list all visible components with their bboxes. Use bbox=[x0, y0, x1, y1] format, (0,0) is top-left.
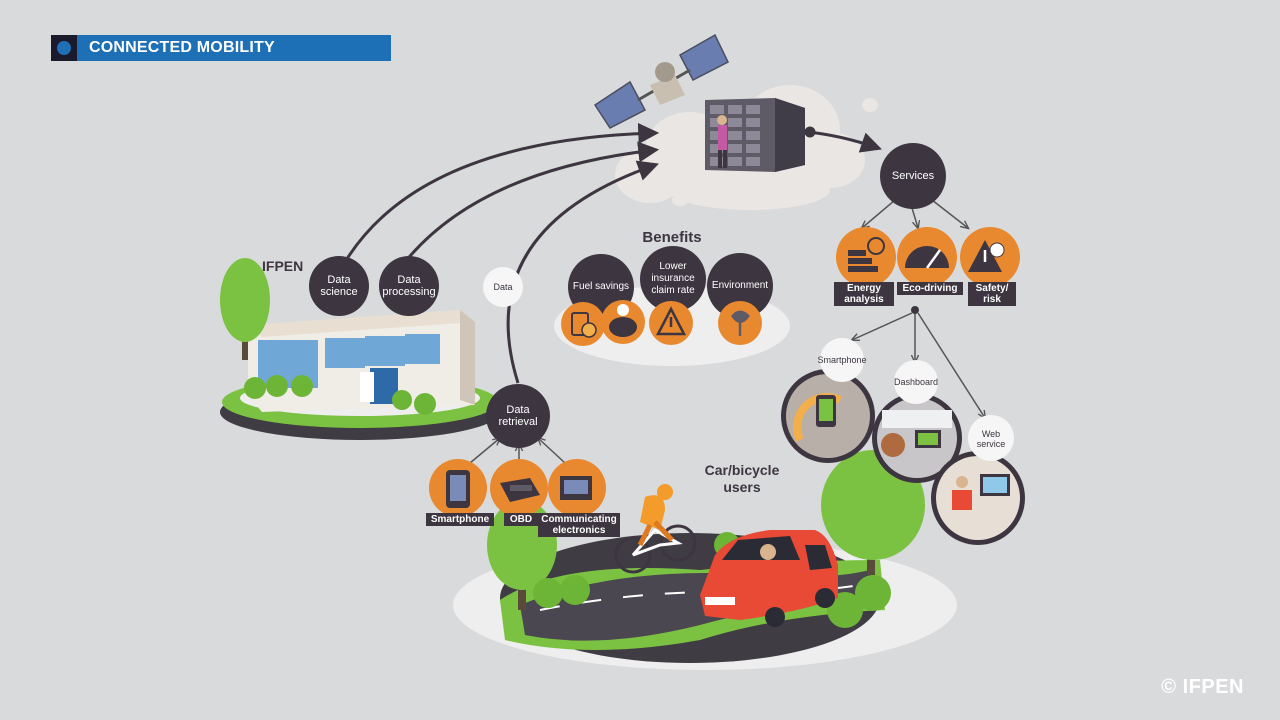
services-label: Services bbox=[891, 170, 935, 182]
channel-arrows bbox=[852, 306, 985, 418]
title-dot-icon bbox=[57, 41, 71, 55]
piggy-bank-icon bbox=[601, 300, 645, 344]
data-node bbox=[483, 267, 523, 307]
data-retrieval-label: Data retrieval bbox=[498, 404, 538, 428]
copyright: © IFPEN bbox=[1161, 676, 1244, 698]
ifpen-label: IFPEN bbox=[262, 258, 304, 274]
service-energy-analysis: Energy analysis bbox=[834, 282, 894, 306]
obd-icon bbox=[490, 459, 548, 517]
channel-smartphone-label: Smartphone bbox=[817, 355, 867, 365]
leaf-icon bbox=[718, 301, 762, 345]
fuel-icon bbox=[561, 302, 605, 346]
source-smartphone: Smartphone bbox=[426, 513, 494, 526]
web-service-channel-scene bbox=[931, 451, 1025, 545]
data-processing-label: Data processing bbox=[382, 274, 436, 298]
tree-icon bbox=[220, 258, 436, 415]
service-arrows bbox=[862, 199, 968, 228]
service-safety-risk: Safety/ risk bbox=[968, 282, 1016, 306]
dashboard-channel-scene bbox=[872, 393, 962, 483]
risk-warning-icon bbox=[960, 227, 1020, 287]
building-icon bbox=[248, 310, 475, 412]
channel-label-circles bbox=[820, 338, 1014, 461]
car-icon bbox=[700, 530, 838, 627]
benefits-heading: Benefits bbox=[642, 229, 702, 246]
data-science-label: Data science bbox=[320, 274, 358, 298]
energy-bars-icon bbox=[836, 227, 896, 287]
title-bar: CONNECTED MOBILITY bbox=[51, 35, 391, 61]
dark-nodes bbox=[309, 143, 946, 448]
server-icon bbox=[705, 98, 805, 172]
title-bullet bbox=[51, 35, 77, 61]
warning-icon bbox=[649, 301, 693, 345]
benefit-lower-claim-rate: Lower insurance claim rate bbox=[651, 261, 695, 296]
smartphone-icon bbox=[429, 459, 487, 517]
benefit-fuel-savings: Fuel savings bbox=[572, 281, 630, 292]
bicycle-icon bbox=[614, 484, 697, 574]
page-title: CONNECTED MOBILITY bbox=[89, 39, 275, 56]
source-communicating-electronics: Communicating electronics bbox=[538, 513, 620, 537]
satellite-icon bbox=[593, 33, 729, 129]
data-flow-arrows bbox=[343, 123, 882, 384]
smartphone-channel-scene bbox=[781, 369, 875, 463]
data-label: Data bbox=[493, 282, 513, 292]
source-obd: OBD bbox=[504, 513, 538, 526]
channel-dashboard-label: Dashboard bbox=[893, 377, 939, 387]
electronics-icon bbox=[548, 459, 606, 517]
benefit-environment: Environment bbox=[711, 280, 769, 291]
car-bicycle-users-label: Car/bicycle users bbox=[704, 462, 780, 495]
service-eco-driving: Eco-driving bbox=[897, 282, 963, 295]
gauge-icon bbox=[897, 227, 957, 287]
channel-web-service-label: Web service bbox=[976, 429, 1006, 449]
